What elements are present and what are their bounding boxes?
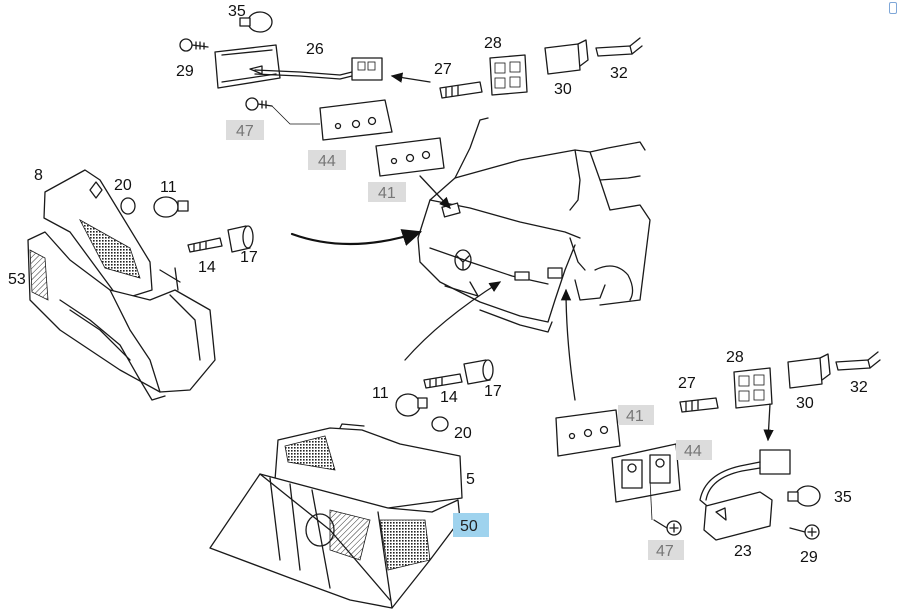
part-label-11[interactable]: 11: [372, 385, 389, 402]
part-label-41[interactable]: 41: [378, 185, 396, 202]
scroll-indicator-icon: [889, 2, 897, 14]
part-label-41[interactable]: 41: [626, 408, 644, 425]
part-label-27[interactable]: 27: [434, 61, 452, 78]
part-label-29[interactable]: 29: [176, 63, 194, 80]
part-label-20[interactable]: 20: [454, 425, 472, 442]
part-label-30[interactable]: 30: [554, 81, 572, 98]
part-label-47[interactable]: 47: [236, 123, 254, 140]
part-label-5[interactable]: 5: [466, 471, 475, 488]
part-label-28[interactable]: 28: [484, 35, 502, 52]
part-label-27[interactable]: 27: [678, 375, 696, 392]
part-label-32[interactable]: 32: [850, 379, 868, 396]
part-label-44[interactable]: 44: [684, 443, 702, 460]
label-backgrounds: [226, 120, 712, 560]
part-label-17[interactable]: 17: [240, 249, 258, 266]
part-label-35[interactable]: 35: [834, 489, 852, 506]
part-label-35[interactable]: 35: [228, 3, 246, 20]
part-label-32[interactable]: 32: [610, 65, 628, 82]
part-label-23[interactable]: 23: [734, 543, 752, 560]
vehicle-front-outline: [417, 117, 651, 333]
lamp-assembly-top: [179, 11, 643, 209]
part-label-26[interactable]: 26: [306, 41, 324, 58]
part-label-17[interactable]: 17: [484, 383, 502, 400]
part-label-30[interactable]: 30: [796, 395, 814, 412]
part-label-50[interactable]: 50: [460, 518, 478, 535]
part-label-44[interactable]: 44: [318, 153, 336, 170]
part-label-14[interactable]: 14: [440, 389, 458, 406]
headlight-assembly-left: [27, 169, 423, 401]
part-label-11[interactable]: 11: [160, 179, 177, 196]
part-label-14[interactable]: 14: [198, 259, 216, 276]
part-label-47[interactable]: 47: [656, 543, 674, 560]
indicator-lamp-bottom: [209, 281, 502, 609]
part-label-53[interactable]: 53: [8, 271, 26, 288]
part-label-8[interactable]: 8: [34, 167, 43, 184]
part-label-20[interactable]: 20: [114, 177, 132, 194]
part-number-labels: 35 26 28 29 27 32 30 47 44 41 8 20 11 14…: [8, 3, 868, 566]
lamp-assembly-bottom-right: [555, 288, 881, 541]
part-label-29[interactable]: 29: [800, 549, 818, 566]
part-label-28[interactable]: 28: [726, 349, 744, 366]
